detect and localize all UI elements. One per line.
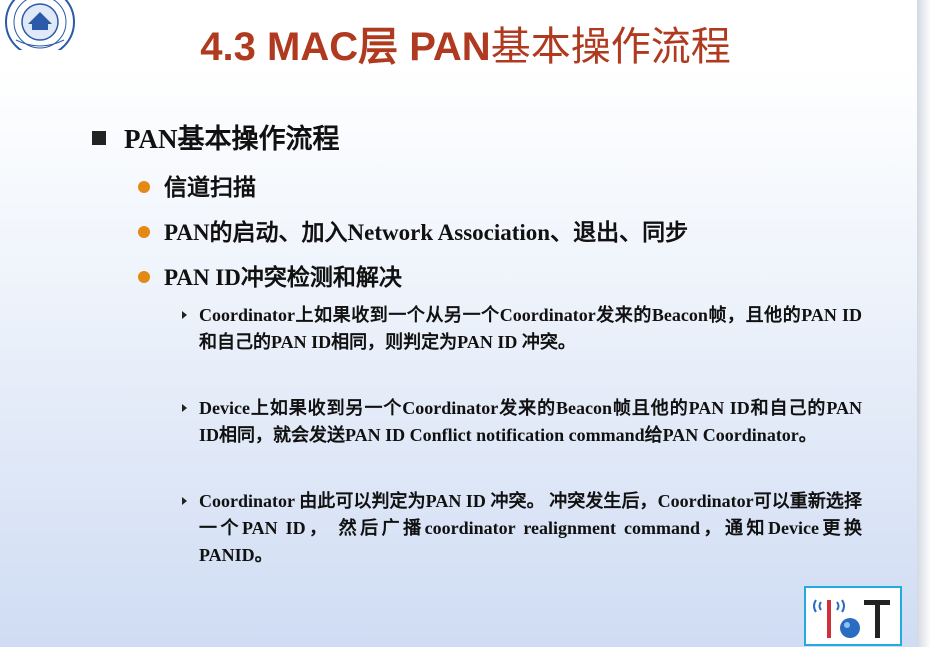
bullet-dot-icon bbox=[138, 271, 150, 283]
sub-bullet-text: Coordinator上如果收到一个从另一个Coordinator发来的Beac… bbox=[199, 305, 862, 352]
arrow-bullet-icon bbox=[182, 311, 187, 319]
sub-bullet-item: Device上如果收到另一个Coordinator发来的Beacon帧且他的PA… bbox=[182, 395, 862, 449]
sub-bullet-text: Coordinator 由此可以判定为PAN ID 冲突。 冲突发生后，Coor… bbox=[199, 491, 862, 565]
bullet-text: PAN ID冲突检测和解决 bbox=[164, 265, 402, 290]
bullet-dot-icon bbox=[138, 226, 150, 238]
sub-bullet-item: Coordinator 由此可以判定为PAN ID 冲突。 冲突发生后，Coor… bbox=[182, 488, 862, 569]
heading-bullet: PAN基本操作流程 bbox=[92, 117, 340, 156]
sub-bullet-text: Device上如果收到另一个Coordinator发来的Beacon帧且他的PA… bbox=[199, 398, 862, 445]
bullet-item: 信道扫描 bbox=[138, 168, 256, 202]
slide-right-edge bbox=[917, 0, 931, 647]
sub-bullet-item: Coordinator上如果收到一个从另一个Coordinator发来的Beac… bbox=[182, 302, 862, 356]
arrow-bullet-icon bbox=[182, 497, 187, 505]
bullet-text: PAN的启动、加入Network Association、退出、同步 bbox=[164, 220, 689, 245]
title-bold-part: 4.3 MAC层 PAN bbox=[200, 25, 491, 69]
iot-logo bbox=[804, 586, 902, 646]
arrow-bullet-icon bbox=[182, 404, 187, 412]
bullet-dot-icon bbox=[138, 181, 150, 193]
bullet-item: PAN ID冲突检测和解决 bbox=[138, 258, 402, 292]
bullet-text: 信道扫描 bbox=[164, 175, 256, 200]
bullet-item: PAN的启动、加入Network Association、退出、同步 bbox=[138, 213, 688, 247]
square-bullet-icon bbox=[92, 131, 106, 145]
university-logo bbox=[2, 0, 82, 57]
slide-title: 4.3 MAC层 PAN基本操作流程 bbox=[0, 14, 931, 72]
title-rest-part: 基本操作流程 bbox=[490, 24, 731, 70]
heading-text: PAN基本操作流程 bbox=[124, 124, 340, 154]
